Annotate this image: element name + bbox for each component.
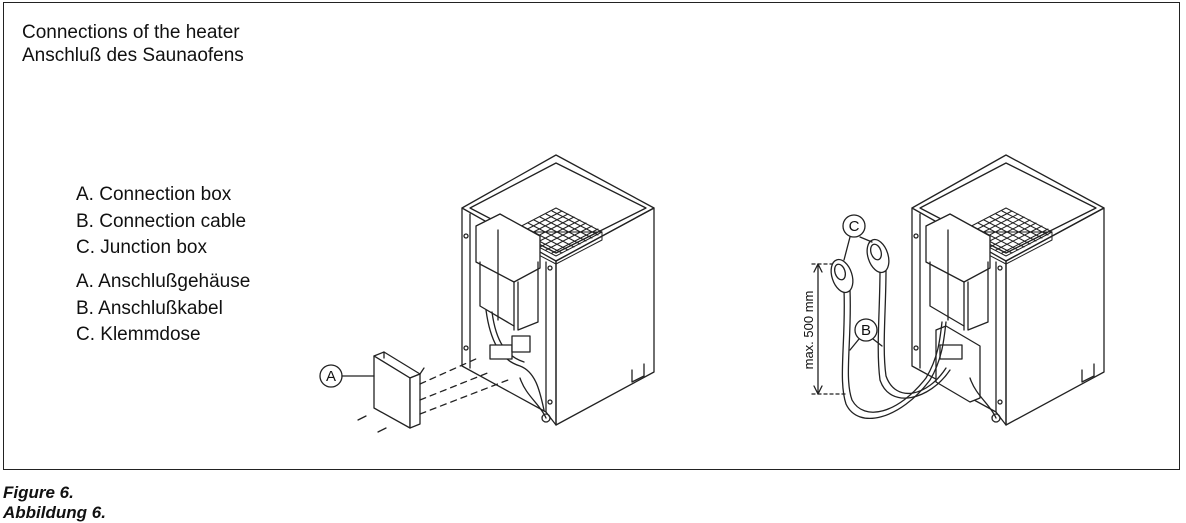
legend-item-c: C. Junction box <box>76 237 207 258</box>
legend-item-c-de: C. Klemmdose <box>76 324 201 345</box>
callout-a-label: A <box>326 368 336 385</box>
stone-grid-left <box>509 207 603 265</box>
title-german: Anschluß des Saunaofens <box>22 45 244 66</box>
mounting-guides <box>419 357 509 415</box>
connection-cable-b <box>841 269 951 419</box>
callout-b: B <box>849 318 883 351</box>
dimension-max-height: max. 500 mm <box>801 263 847 395</box>
legend-item-b: B. Connection cable <box>76 210 247 232</box>
callout-b-label: B <box>861 322 871 339</box>
legend-item-a: A. Connection box <box>76 184 232 205</box>
screws <box>357 415 387 433</box>
heater-right <box>911 154 1105 426</box>
callout-c-label: C <box>849 218 860 235</box>
stone-grid-right <box>959 207 1053 265</box>
title-english: Connections of the heater <box>22 22 240 43</box>
legend-english: A. Connection box B. Connection cable C.… <box>76 182 246 262</box>
dimension-label: max. 500 mm <box>801 291 816 370</box>
figure-title: Connections of the heater Anschluß des S… <box>22 21 244 67</box>
figure-caption: Figure 6. <box>3 483 74 502</box>
junction-box-c <box>830 238 890 294</box>
heater-left <box>461 154 655 426</box>
legend-item-a-de: A. Anschlußgehäuse <box>76 271 251 292</box>
connection-box-a <box>373 351 425 429</box>
heater-illustration: A <box>319 154 1105 433</box>
figure-frame <box>3 2 1180 470</box>
figure-caption-german: Abbildung 6. <box>3 503 106 522</box>
callout-c: C <box>842 214 873 261</box>
legend-item-b-de: B. Anschlußkabel <box>76 297 223 319</box>
callout-a: A <box>319 364 375 388</box>
legend-german: A. Anschlußgehäuse B. Anschlußkabel C. K… <box>76 269 250 349</box>
